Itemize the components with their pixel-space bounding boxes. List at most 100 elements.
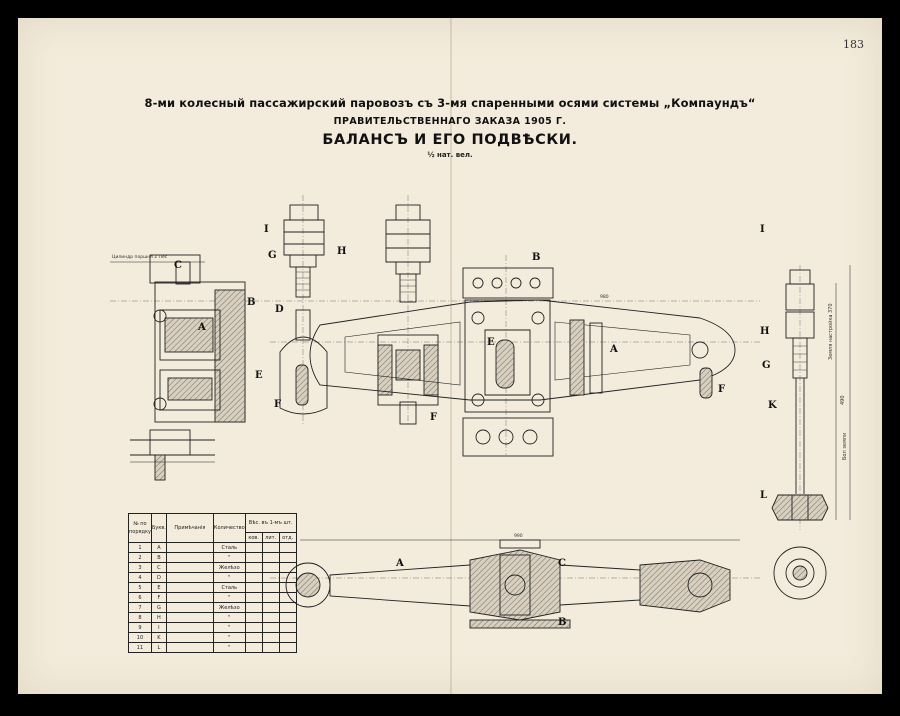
cell-name <box>165 642 214 653</box>
header-weight-sub-3: отд. <box>278 532 297 543</box>
cell-weight-2 <box>261 552 280 563</box>
cell-no: 9 <box>128 622 152 633</box>
cell-weight-2 <box>261 612 280 623</box>
part-labels: C B A E I H G D F F B E A I H G F K L A … <box>174 224 777 628</box>
dimension-rod-note: Бол земли <box>842 433 848 460</box>
cell-material: Желѣзо <box>212 602 246 613</box>
cell-name <box>165 562 214 573</box>
cell-weight-1 <box>244 642 263 653</box>
label-k: K <box>768 400 777 411</box>
cell-weight-2 <box>261 582 280 593</box>
cell-material: " <box>212 642 246 653</box>
header-letter: Букв. <box>150 513 167 543</box>
parts-table: № по порядку Букв. Примѣчанія Количество… <box>128 513 297 653</box>
cell-material: Желѣзо <box>212 562 246 573</box>
cell-name <box>165 542 214 553</box>
header-name: Примѣчанія <box>165 513 214 543</box>
cell-no: 1 <box>128 542 152 553</box>
header-weight-sub-1: ков. <box>244 532 263 543</box>
cell-weight-2 <box>261 572 280 583</box>
cell-weight-3 <box>278 582 297 593</box>
right-rod <box>771 265 851 600</box>
drawing-order: ПРАВИТЕЛЬСТВЕННАГО ЗАКАЗА 1905 Г. <box>333 116 567 127</box>
label-d: D <box>275 304 284 315</box>
dimension-right-note: Земля настройка 370 <box>827 303 834 360</box>
cell-letter: L <box>150 642 167 653</box>
cell-weight-2 <box>261 632 280 643</box>
balance-beam-elevation <box>285 539 740 629</box>
label-a-bottom: A <box>395 558 404 569</box>
cell-weight-2 <box>261 562 280 573</box>
cell-weight-1 <box>244 552 263 563</box>
cell-material: Сталь <box>212 582 246 593</box>
cell-letter: C <box>150 562 167 573</box>
label-a-beam: A <box>609 344 618 355</box>
label-h-left: H <box>337 246 346 257</box>
cell-letter: G <box>150 602 167 613</box>
cell-weight-3 <box>278 562 297 573</box>
left-side-view <box>110 254 246 481</box>
label-g-left: G <box>268 250 277 261</box>
hanger-bolt <box>279 204 328 415</box>
drawing-subject: БАЛАНСЪ И ЕГО ПОДВѢСКИ. <box>322 132 578 148</box>
cell-weight-3 <box>278 612 297 623</box>
label-i-right: I <box>760 224 765 235</box>
cell-weight-1 <box>244 602 263 613</box>
cell-weight-3 <box>278 622 297 633</box>
center-hanger <box>377 204 439 425</box>
cell-letter: B <box>150 552 167 563</box>
label-f-right: F <box>718 384 725 395</box>
cell-weight-3 <box>278 602 297 613</box>
cell-weight-2 <box>261 542 280 553</box>
cell-weight-1 <box>244 572 263 583</box>
center-plate <box>462 267 554 457</box>
cell-weight-2 <box>261 642 280 653</box>
cell-weight-3 <box>278 552 297 563</box>
label-b-plate: B <box>532 252 540 263</box>
cell-weight-1 <box>244 632 263 643</box>
dimension-top-length: 980 <box>600 294 609 300</box>
drawing-title: 8-ми колесный пассажирский паровозъ съ 3… <box>144 96 756 110</box>
label-b-bottom: B <box>558 617 566 628</box>
label-b-left: B <box>247 297 255 308</box>
cell-letter: I <box>150 622 167 633</box>
cell-no: 5 <box>128 582 152 593</box>
cell-no: 11 <box>128 642 152 653</box>
scale-note: ½ нат. вел. <box>427 151 473 159</box>
label-f-left: F <box>274 399 281 410</box>
header-weight: Вѣс. въ 1-мъ шт. <box>244 513 297 533</box>
cell-material: " <box>212 612 246 623</box>
label-g-right: G <box>762 360 771 371</box>
cell-weight-3 <box>278 632 297 643</box>
cell-no: 4 <box>128 572 152 583</box>
cell-no: 10 <box>128 632 152 643</box>
cell-letter: K <box>150 632 167 643</box>
dimension-side-height: 490 <box>840 395 846 405</box>
cell-letter: H <box>150 612 167 623</box>
cell-name <box>165 602 214 613</box>
cell-weight-2 <box>261 592 280 603</box>
cell-weight-1 <box>244 622 263 633</box>
cell-name <box>165 592 214 603</box>
label-f-center: F <box>430 412 437 423</box>
label-e-left: E <box>255 370 263 381</box>
label-h-right: H <box>760 326 769 337</box>
cell-name <box>165 632 214 643</box>
cell-material: " <box>212 632 246 643</box>
label-c-left: C <box>174 260 182 271</box>
cell-no: 2 <box>128 552 152 563</box>
label-a-left: A <box>197 322 206 333</box>
label-i-left: I <box>264 224 269 235</box>
cell-letter: F <box>150 592 167 603</box>
cell-material: " <box>212 552 246 563</box>
cell-name <box>165 582 214 593</box>
cell-material: " <box>212 622 246 633</box>
cell-weight-2 <box>261 622 280 633</box>
